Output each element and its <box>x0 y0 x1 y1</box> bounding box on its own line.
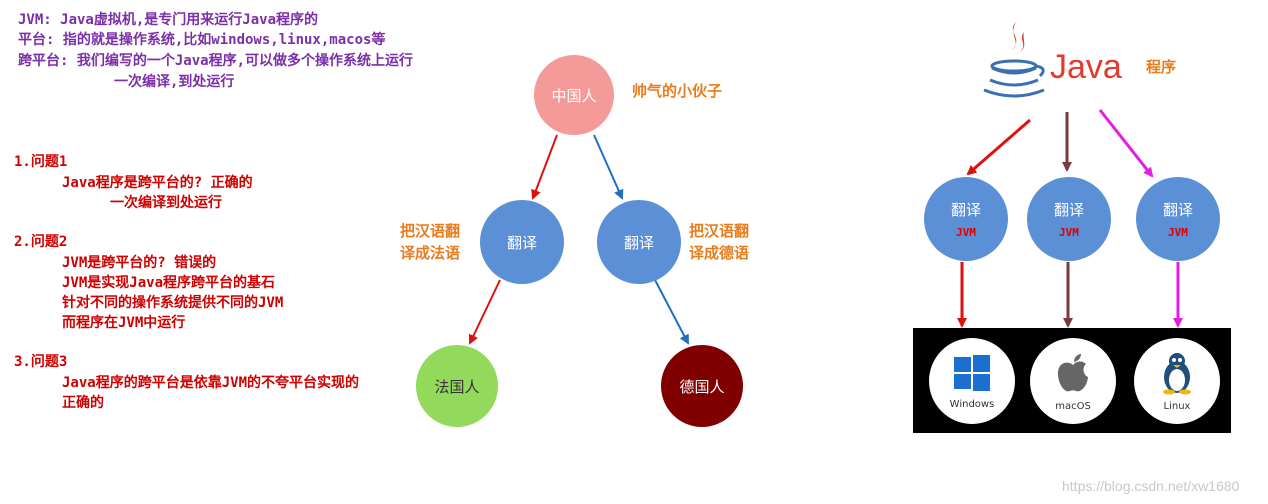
question-2-line-1: JVM是跨平台的? 错误的 <box>62 255 217 271</box>
question-3-title: 3.问题3 <box>14 354 68 370</box>
question-3-line-2: 正确的 <box>62 395 104 411</box>
node-translator-left-label: 翻译 <box>506 233 537 252</box>
question-2-line-4: 而程序在JVM中运行 <box>62 315 186 331</box>
node-german-person-label: 德国人 <box>679 377 725 396</box>
right-translator-note-1: 把汉语翻 <box>689 222 750 240</box>
question-2-line-3: 针对不同的操作系统提供不同的JVM <box>62 295 284 311</box>
os-linux-label: Linux <box>1163 400 1191 412</box>
intro-line-1: JVM: Java虚拟机,是专门用来运行Java程序的 <box>18 12 319 28</box>
node-translator-right: 翻译 <box>597 200 681 284</box>
program-label: 程序 <box>1146 58 1177 76</box>
os-windows: Windows <box>929 338 1015 424</box>
jvm-node-3-title: 翻译 <box>1162 201 1193 219</box>
node-translator-right-label: 翻译 <box>623 233 654 252</box>
jvm-node-3-sub: JVM <box>1168 226 1188 239</box>
jvm-node-2-sub: JVM <box>1059 226 1079 239</box>
apple-logo-icon <box>1057 353 1088 391</box>
intro-line-2: 平台: 指的就是操作系统,比如windows,linux,macos等 <box>18 32 386 48</box>
windows-logo-icon <box>954 354 990 391</box>
question-1-title: 1.问题1 <box>14 154 68 170</box>
node-chinese-person-label: 中国人 <box>551 86 597 105</box>
watermark: https://blog.csdn.net/xw1680 <box>1062 478 1240 494</box>
question-2-title: 2.问题2 <box>14 234 68 250</box>
os-macos: macOS <box>1030 338 1116 424</box>
java-logo-text: Java <box>1050 48 1122 86</box>
java-cup-icon <box>983 22 1045 98</box>
jvm-node-1-title: 翻译 <box>950 201 981 219</box>
question-3-line-1: Java程序的跨平台是依靠JVM的不夸平台实现的 <box>62 375 359 391</box>
left-translator-note-1: 把汉语翻 <box>400 222 461 240</box>
jvm-node-2-title: 翻译 <box>1053 201 1084 219</box>
linux-tux-icon <box>1163 352 1191 394</box>
root-note: 帅气的小伙子 <box>632 82 723 100</box>
arrow-java-to-jvm-3 <box>1098 109 1154 178</box>
node-german-person: 德国人 <box>661 345 743 427</box>
intro-line-4: 一次编译,到处运行 <box>114 74 235 90</box>
arrow-root-to-left-translator <box>531 134 558 200</box>
intro-line-3: 跨平台: 我们编写的一个Java程序,可以做多个操作系统上运行 <box>18 53 413 69</box>
java-logo: Java <box>978 18 1122 104</box>
jvm-node-2: 翻译 JVM <box>1027 177 1111 261</box>
arrow-java-to-jvm-1 <box>966 118 1031 176</box>
right-translator-note-2: 译成德语 <box>689 244 750 262</box>
node-french-person: 法国人 <box>416 345 498 427</box>
jvm-node-1-sub: JVM <box>956 226 976 239</box>
os-linux: Linux <box>1134 338 1220 424</box>
question-1-line-2: 一次编译到处运行 <box>110 195 222 211</box>
node-chinese-person: 中国人 <box>534 55 614 135</box>
node-french-person-label: 法国人 <box>434 377 480 396</box>
question-1-line-1: Java程序是跨平台的? 正确的 <box>62 175 253 191</box>
arrow-root-to-right-translator <box>593 134 624 200</box>
left-translator-note-2: 译成法语 <box>400 244 461 262</box>
arrow-right-translator-to-german <box>654 279 689 345</box>
question-2-line-2: JVM是实现Java程序跨平台的基石 <box>62 275 276 291</box>
os-windows-label: Windows <box>949 398 995 410</box>
arrow-left-translator-to-french <box>468 279 501 345</box>
node-translator-left: 翻译 <box>480 200 564 284</box>
jvm-node-3: 翻译 JVM <box>1136 177 1220 261</box>
jvm-node-1: 翻译 JVM <box>924 177 1008 261</box>
os-macos-label: macOS <box>1055 400 1091 412</box>
